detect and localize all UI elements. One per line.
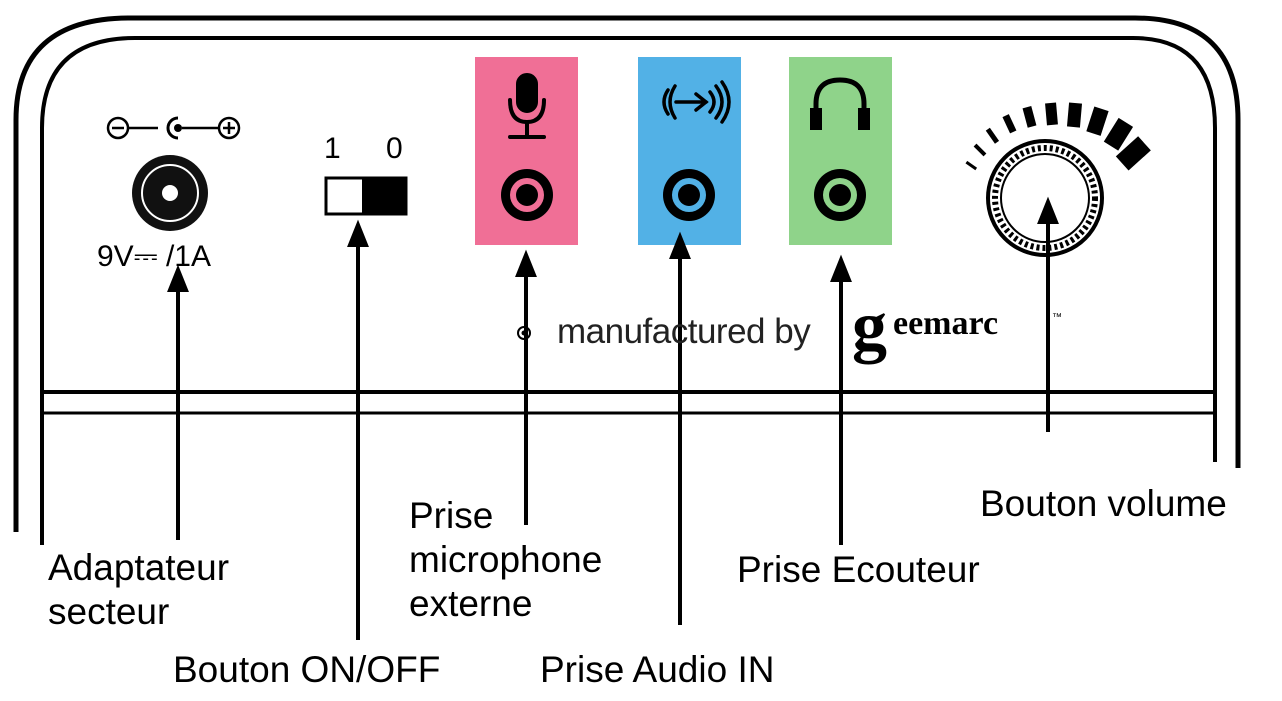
- dc-polarity-icon: [106, 116, 241, 140]
- brand-trademark: ™: [1052, 312, 1062, 323]
- power-rating-text: 9V⎓ /1A: [97, 240, 211, 273]
- volume-knob: [986, 139, 1104, 257]
- label-mic-line2: microphone: [409, 539, 603, 580]
- dc-power-jack: [132, 155, 208, 231]
- label-headphone: Prise Ecouteur: [737, 549, 980, 590]
- label-mic-line3: externe: [409, 583, 533, 624]
- manufacturer-text: manufactured by: [557, 312, 811, 351]
- headphones-icon: [810, 77, 870, 130]
- label-power-adapter-line1: Adaptateur: [48, 547, 230, 588]
- volume-scale-icon: [965, 102, 1151, 171]
- headphone-jack-socket: [814, 169, 866, 221]
- brand-logo-initial: g: [852, 288, 887, 365]
- label-volume: Bouton volume: [980, 483, 1227, 524]
- audio-in-icon: [662, 80, 731, 124]
- switch-label-off: 0: [386, 132, 403, 165]
- label-audio-in: Prise Audio IN: [540, 649, 775, 690]
- mic-jack-socket: [501, 169, 553, 221]
- housing-inner-outline: [40, 36, 1217, 545]
- audio-in-jack-socket: [663, 169, 715, 221]
- microphone-icon: [508, 73, 546, 139]
- switch-label-on: 1: [324, 132, 341, 165]
- on-off-switch: [324, 176, 408, 216]
- housing-outer-outline: [13, 15, 1241, 532]
- leader-lines: [167, 196, 1059, 640]
- label-power-adapter-line2: secteur: [48, 591, 170, 632]
- brand-logo-text: eemarc: [893, 305, 999, 342]
- label-on-off: Bouton ON/OFF: [173, 649, 441, 690]
- label-mic-line1: Prise: [409, 495, 494, 536]
